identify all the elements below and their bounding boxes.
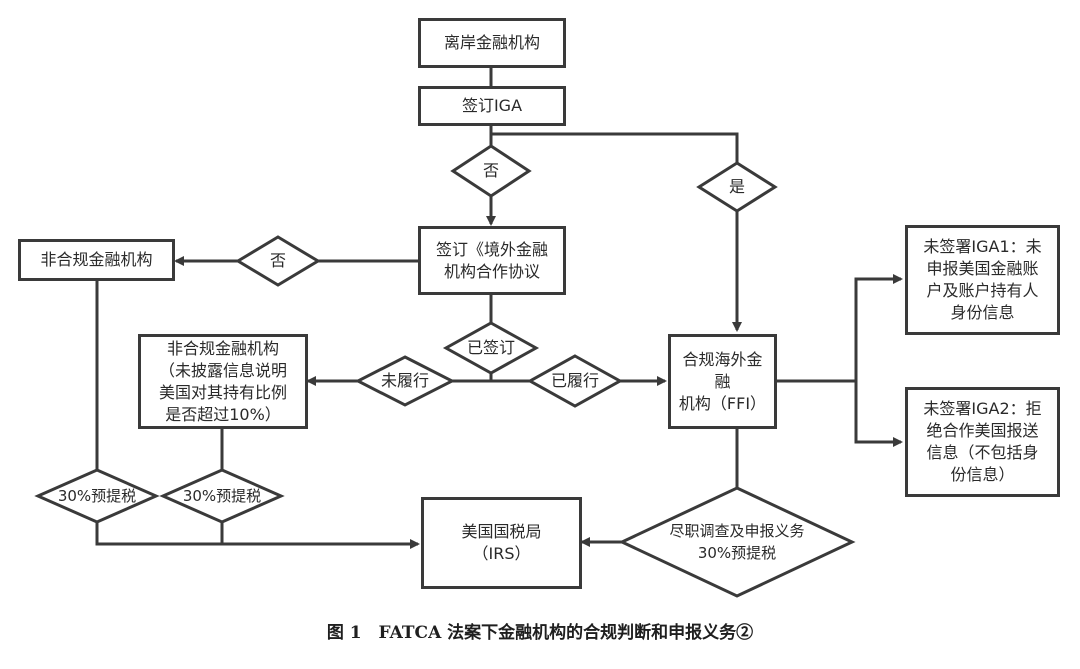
decision-label-due-diligence: 尽职调查及申报义务 30%预提税 xyxy=(669,522,805,562)
arrow-ffi-no-iga1 xyxy=(854,274,903,381)
node-offshore-institution: 离岸金融机构 xyxy=(418,18,566,68)
decision-diamond-not-performed xyxy=(354,355,456,407)
decision-label-withhold-2: 30%预提税 xyxy=(182,487,262,505)
decision-diamond-due-diligence xyxy=(618,486,856,598)
decision-diamond-no-1 xyxy=(450,144,532,198)
node-compliant-ffi: 合规海外金融 机构（FFI） xyxy=(668,334,777,429)
decision-label-no-2: 否 xyxy=(269,251,286,270)
decision-diamond-performed xyxy=(526,354,624,408)
node-no-iga1: 未签署IGA1：未 申报美国金融账 户及账户持有人 身份信息 xyxy=(905,225,1060,335)
node-noncompliant-institution-top: 非合规金融机构 xyxy=(18,239,175,281)
decision-diamond-signed xyxy=(442,321,540,375)
arrow-withhold1-irs xyxy=(95,522,420,549)
node-sign-ffi-agreement: 签订《境外金融 机构合作协议 xyxy=(418,226,566,295)
decision-diamond-no-2 xyxy=(235,235,321,287)
node-noncompliant-institution-disclosure: 非合规金融机构 （未披露信息说明 美国对其持有比例 是否超过10%） xyxy=(138,334,308,429)
decision-label-yes-1: 是 xyxy=(728,177,745,196)
node-no-iga2: 未签署IGA2：拒 绝合作美国报送 信息（不包括身 份信息） xyxy=(905,387,1060,497)
arrow-ffi-no-iga2 xyxy=(854,381,903,447)
figure-caption: 图 1 FATCA 法案下金融机构的合规判断和申报义务② xyxy=(326,623,754,643)
connector-iga-yes xyxy=(491,132,739,163)
node-sign-iga: 签订IGA xyxy=(418,86,566,126)
decision-label-signed: 已签订 xyxy=(466,338,515,357)
decision-label-not-performed: 未履行 xyxy=(380,371,429,390)
decision-label-withhold-1: 30%预提税 xyxy=(57,487,137,505)
decision-label-no-1: 否 xyxy=(482,161,499,180)
node-irs: 美国国税局 （IRS） xyxy=(421,497,582,589)
decision-diamond-yes-1 xyxy=(696,161,778,213)
decision-label-performed: 已履行 xyxy=(550,371,599,390)
decision-diamond-withhold-1 xyxy=(34,468,160,524)
decision-diamond-withhold-2 xyxy=(159,468,285,524)
